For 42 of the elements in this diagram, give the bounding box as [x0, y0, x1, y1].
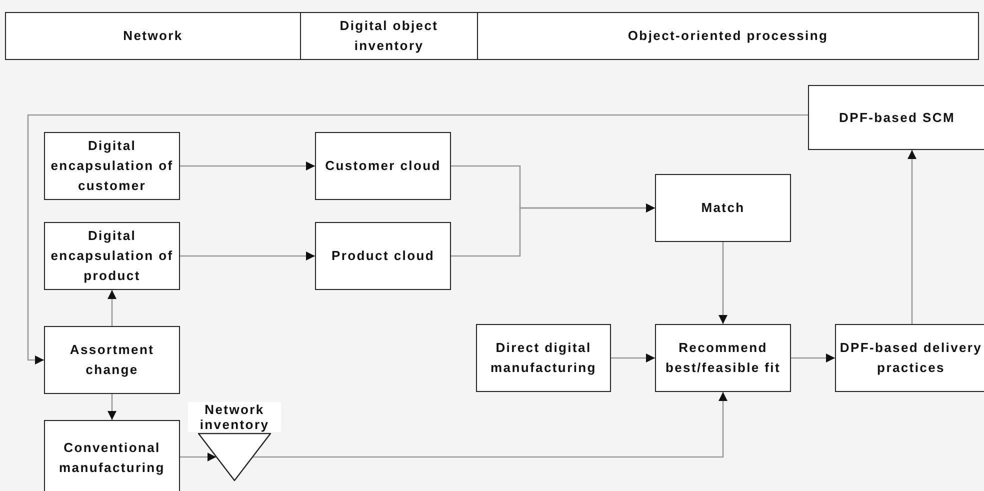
box-label: Digital encapsulation of product	[50, 227, 174, 285]
inventory-label: Network inventory	[188, 402, 281, 432]
arrow	[611, 354, 655, 362]
process-box	[655, 174, 791, 242]
arrow	[180, 252, 315, 260]
box-label: Assortment change	[68, 341, 156, 379]
box-label: DPF-based SCM	[838, 108, 956, 126]
arrow	[252, 392, 728, 458]
box-label: Product cloud	[330, 247, 436, 265]
process-box	[476, 324, 611, 392]
header-label: Digital object inventory	[338, 17, 440, 55]
box-label: DPF-based delivery practices	[838, 339, 984, 377]
box-label: Match	[700, 199, 746, 217]
column-header	[5, 12, 301, 60]
arrow	[908, 150, 916, 324]
arrow	[791, 354, 835, 362]
column-header	[300, 12, 478, 60]
box-label: Conventional manufacturing	[58, 438, 166, 477]
process-box	[835, 324, 984, 392]
process-box	[315, 222, 451, 290]
arrow	[180, 452, 216, 462]
header-label: Object-oriented processing	[626, 27, 830, 45]
process-box	[44, 326, 180, 394]
arrow	[27, 114, 808, 364]
box-label: Direct digital manufacturing	[490, 339, 598, 377]
box-label: Digital encapsulation of customer	[50, 137, 174, 195]
column-header	[477, 12, 979, 60]
process-box	[655, 324, 791, 392]
header-label: Network	[122, 27, 184, 45]
box-label: Recommend best/feasible fit	[664, 339, 782, 377]
process-box	[808, 85, 984, 150]
arrow	[180, 162, 315, 170]
arrow	[451, 204, 655, 257]
inventory-triangle	[198, 433, 271, 481]
process-box	[44, 420, 180, 491]
arrow	[108, 290, 116, 326]
arrow	[718, 242, 728, 324]
process-box	[44, 132, 180, 200]
process-box	[315, 132, 451, 200]
process-box	[44, 222, 180, 290]
box-label: Customer cloud	[324, 157, 442, 175]
arrow	[108, 394, 116, 420]
